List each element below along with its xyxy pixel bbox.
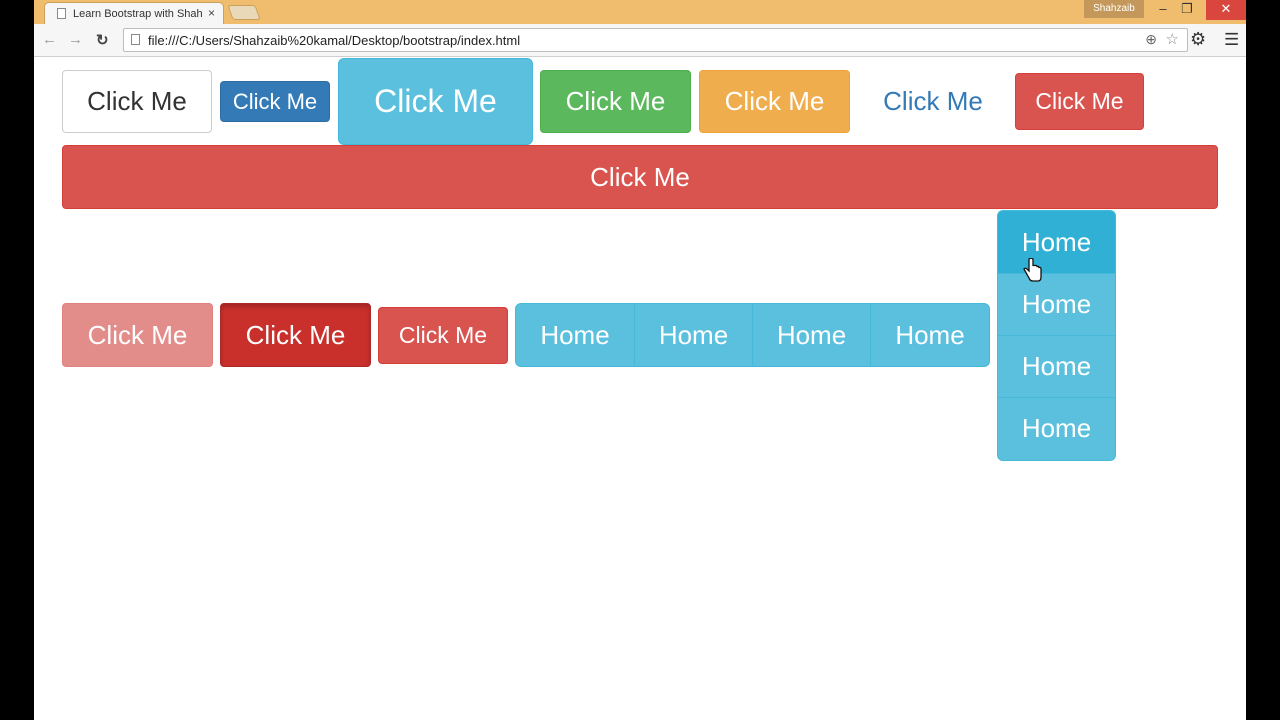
link-button[interactable]: Click Me [883, 86, 983, 116]
success-button[interactable]: Click Me [540, 70, 691, 133]
warning-button[interactable]: Click Me [699, 70, 850, 133]
vertical-group-button-home[interactable]: Home [1021, 413, 1092, 443]
hand-pointer-icon [1023, 257, 1043, 288]
danger-active-button[interactable]: Click Me [220, 303, 371, 367]
danger-small-button[interactable]: Click Me [378, 307, 508, 364]
address-bar[interactable]: file:///C:/Users/Shahzaib%20kamal/Deskto… [123, 28, 1188, 52]
primary-small-button[interactable]: Click Me [220, 81, 330, 122]
forward-icon[interactable]: → [68, 31, 83, 48]
url-text[interactable]: file:///C:/Users/Shahzaib%20kamal/Deskto… [148, 33, 521, 48]
new-tab-button[interactable] [227, 5, 261, 20]
browser-toolbar: ← → ↻ file:///C:/Users/Shahzaib%20kamal/… [34, 24, 1246, 57]
group-button-home[interactable]: Home [753, 304, 871, 366]
vertical-group-button-home[interactable]: Home [998, 211, 1115, 274]
title-bar: Learn Bootstrap with Shahzaib × Shahzaib… [34, 0, 1246, 24]
restore-icon[interactable]: ❐ [1181, 1, 1193, 16]
minimize-icon[interactable]: – [1159, 1, 1167, 16]
zoom-icon[interactable]: ⊕ [1145, 31, 1157, 47]
page-icon [57, 8, 66, 19]
reload-icon[interactable]: ↻ [96, 32, 109, 49]
danger-button[interactable]: Click Me [1015, 73, 1144, 130]
group-button-home[interactable]: Home [635, 304, 753, 366]
browser-tab[interactable]: Learn Bootstrap with Shahzaib × [44, 2, 224, 24]
vertical-group-button-home[interactable]: Home [998, 274, 1115, 336]
menu-icon[interactable]: ☰ [1224, 30, 1240, 49]
group-button-home[interactable]: Home [516, 304, 635, 366]
profile-badge[interactable]: Shahzaib [1084, 0, 1144, 18]
tab-close-icon[interactable]: × [207, 6, 215, 20]
group-button-home[interactable]: Home [895, 320, 965, 350]
danger-disabled-button: Click Me [62, 303, 213, 367]
vertical-group-button-home[interactable]: Home [998, 336, 1115, 398]
back-icon[interactable]: ← [42, 31, 57, 48]
tab-title: Learn Bootstrap with Shahzaib [73, 8, 203, 20]
settings-gear-icon[interactable]: ⚙ [1190, 29, 1207, 49]
danger-block-button[interactable]: Click Me [62, 145, 1218, 209]
bookmark-star-icon[interactable]: ☆ [1165, 31, 1179, 48]
document-icon [131, 34, 140, 45]
browser-window: Learn Bootstrap with Shahzaib × Shahzaib… [34, 0, 1246, 720]
horizontal-button-group: Home Home Home Home [515, 303, 990, 367]
close-window-icon[interactable]: ✕ [1206, 0, 1246, 20]
vertical-button-group: Home Home Home Home [997, 210, 1116, 461]
default-button[interactable]: Click Me [62, 70, 212, 133]
info-large-button[interactable]: Click Me [338, 58, 533, 145]
